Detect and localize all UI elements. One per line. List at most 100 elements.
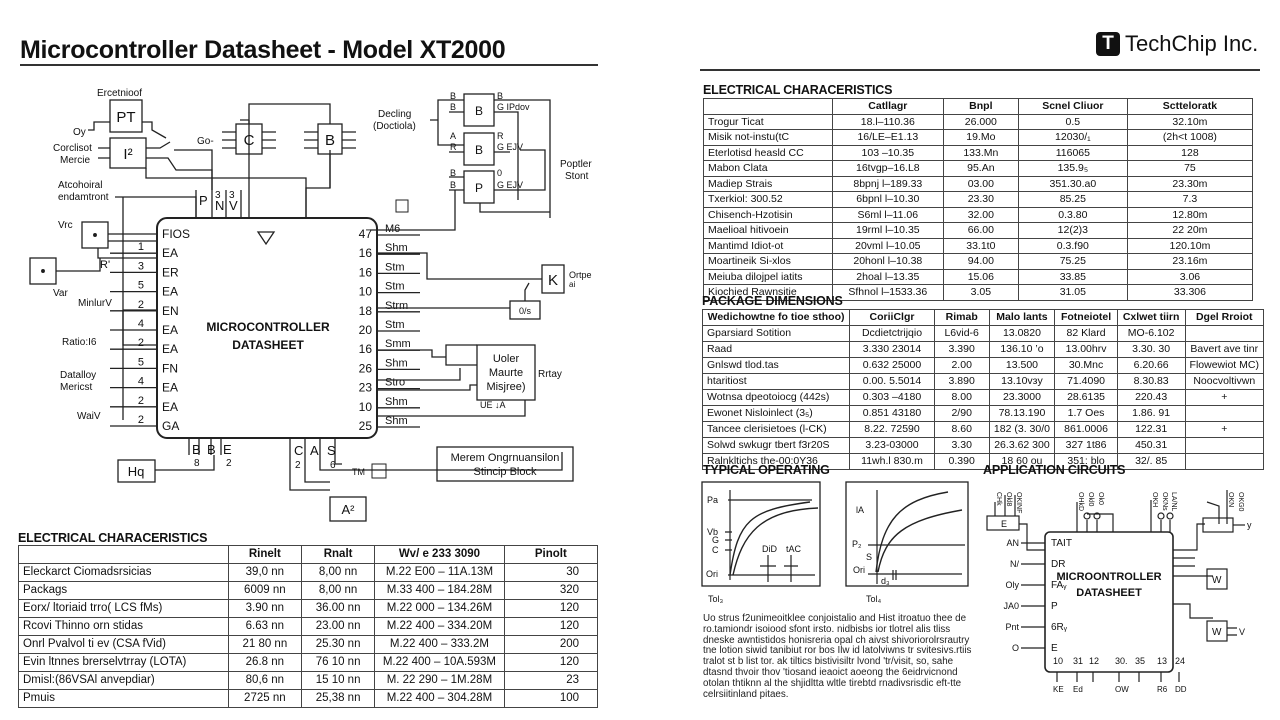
app-left-pin-name: DR [1051, 559, 1065, 570]
g2-out-a: R [497, 131, 504, 141]
top-pin-num-2: 3 [229, 190, 235, 201]
app-left-pin-name: P [1051, 601, 1058, 612]
table-cell: 133.Mn [942, 144, 1019, 161]
table-cell: 26.000 [942, 113, 1019, 130]
column-header: Malo lants [988, 309, 1056, 326]
app-left-label: O [1012, 643, 1019, 653]
table-cell: Flowewiot MC) [1184, 357, 1265, 374]
table-cell: 18.l–110.36 [831, 113, 944, 130]
pt-label: PT [116, 109, 135, 126]
right-pin-number: 23 [359, 381, 373, 395]
g2-in-b: R [450, 142, 457, 152]
left-pin-name: EA [162, 285, 178, 299]
bottom-pin-num-8: 8 [194, 458, 200, 469]
column-header: Rimab [933, 309, 990, 326]
column-header: Fotneiotel [1054, 309, 1118, 326]
table-cell: 32/. 85 [1116, 453, 1186, 470]
table-cell: 0.3.80 [1017, 206, 1128, 223]
column-header: Sctteloratk [1126, 98, 1254, 115]
column-header: Bnpl [942, 98, 1019, 115]
table-cell: M. 22 290 – 1M.28M [374, 671, 505, 690]
g2-ylabel-ori: Ori [853, 565, 865, 575]
table-cell: M.22 400 – 334.20M [374, 617, 505, 636]
column-header: Rinelt [227, 545, 302, 564]
bottom-pin-b2: B [207, 442, 216, 457]
table-cell: 11wh.l 830.m [849, 453, 935, 470]
gate-2-label: B [475, 143, 483, 157]
uoler-label: Uoler [493, 353, 520, 365]
g2-bottom-label: d₃ [881, 576, 890, 586]
application-circuit-diagram: MICROONTROLLER DATASHEET TAITANDRN/FAᵧOl… [986, 490, 1252, 694]
chip-label-1: MICROCONTROLLER [206, 320, 330, 334]
table-cell: 3.30. 30 [1116, 341, 1186, 358]
table-cell: 16/LE–E1.13 [831, 129, 944, 146]
ratio-label: Ratio:I6 [62, 337, 97, 348]
right-pin-number: 10 [359, 400, 373, 414]
table-cell: Dcdietctrijqio [849, 325, 935, 342]
table-cell: M.22 400 – 304.28M [374, 689, 505, 708]
r-label: R' [100, 259, 110, 271]
right-pin-name: Stm [385, 261, 405, 273]
small-symbol-2-icon [371, 463, 387, 479]
right-pin-name: Stm [385, 319, 405, 331]
column-header [703, 98, 833, 115]
g2-caption: Tol₄ [866, 594, 882, 604]
c-block-label: C [244, 132, 255, 149]
table-cell: M.22 000 – 134.26M [374, 599, 505, 618]
right-pin-number: 16 [359, 246, 373, 260]
app-block-w1-label: W [1212, 575, 1222, 586]
table-cell: 1.7 Oes [1054, 405, 1118, 422]
table-cell: 03.00 [942, 175, 1019, 192]
g1-ylabel-c: C [712, 545, 719, 555]
table-cell: htaritiost [701, 373, 851, 390]
table-cell: Dmisl:(86VSAl anvepdiar) [18, 671, 229, 690]
app-top-label: OKNs [1161, 492, 1168, 511]
right-pin-name: Shm [385, 396, 408, 408]
table-cell: Chisench-Hzotisin [703, 206, 833, 223]
app-top-label: OHkD [1077, 492, 1084, 511]
table-cell: Sfhnol l–1533.36 [831, 284, 944, 301]
g2-ylabel-s: S [866, 552, 872, 562]
table-cell: 2725 nn [227, 689, 302, 708]
graph-2-curve-a [875, 491, 949, 573]
decling-label: Decling [378, 109, 411, 120]
logic-gate-3: P [463, 170, 495, 204]
top-pin-v: V [229, 198, 238, 213]
table-cell: Mantimd Idiot-ot [703, 237, 833, 254]
right-pin-name: Shm [385, 415, 408, 427]
table-cell: Ewonet Nisloinlect (3₅) [701, 405, 851, 422]
page-title: Microcontroller Datasheet - Model XT2000 [20, 36, 506, 64]
g3-out-a: 0 [497, 168, 502, 178]
table-cell: 3.05 [942, 284, 1019, 301]
left-pin-number: 2 [138, 299, 144, 311]
table-cell: Pmuis [18, 689, 229, 708]
atcohoiral-label: Atcohoiral [58, 180, 102, 191]
bottom-pin-num-2: 2 [226, 458, 232, 469]
electrical-right-title: ELECTRICAL CHARACERISTICS [703, 83, 893, 97]
table-cell: L6vid-6 [933, 325, 990, 342]
app-top-label: OKH [1151, 492, 1158, 507]
table-cell: 85.25 [1017, 191, 1128, 208]
rrtay-label: Rrtay [538, 369, 562, 380]
typical-operating-title: TYPICAL OPERATING [703, 463, 830, 477]
bottom-pin-num-s6: 6 [330, 460, 336, 471]
top-pin-n: N [215, 198, 224, 213]
table-cell: 3.23-03000 [849, 437, 935, 454]
header-rule [700, 69, 1260, 71]
table-cell: 82 Klard [1054, 325, 1118, 342]
app-bottom-label: R6 [1157, 685, 1168, 694]
triangle-marker-icon [256, 231, 276, 246]
